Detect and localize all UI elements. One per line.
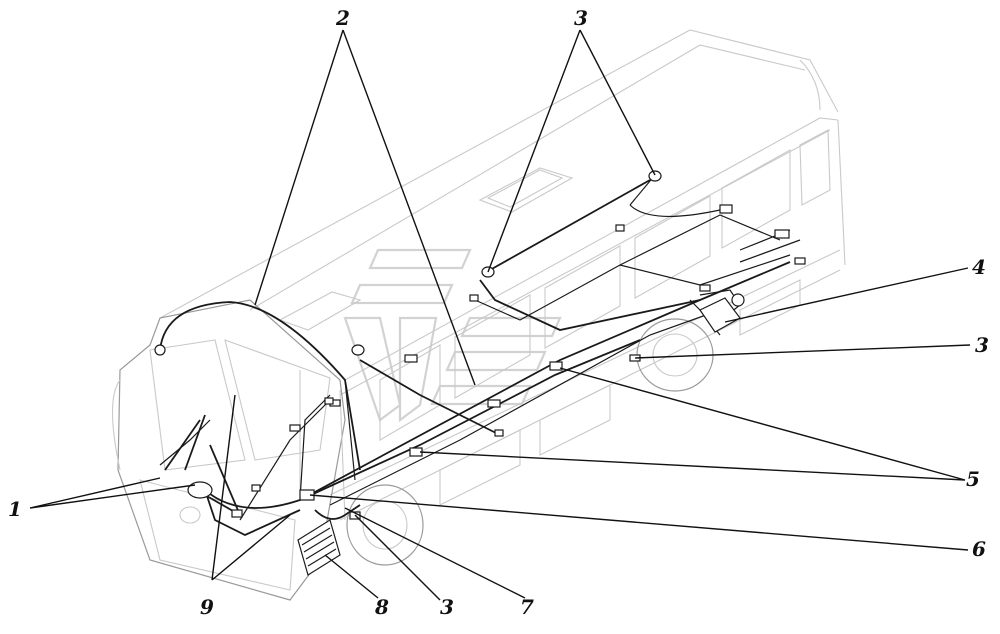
callout-4: 4 [972, 255, 986, 279]
callout-2: 2 [335, 6, 350, 30]
leader-lines [29, 29, 971, 601]
callout-3-top: 3 [574, 6, 588, 30]
watermark-logo [343, 248, 562, 423]
fuse-box [297, 519, 341, 576]
callout-7: 7 [520, 595, 534, 619]
callout-3-bottom: 3 [440, 595, 454, 619]
callout-labels: 1 2 3 3 4 5 6 9 8 3 7 [8, 6, 989, 619]
callout-8: 8 [374, 595, 389, 619]
callout-5: 5 [966, 467, 980, 491]
callout-9: 9 [200, 595, 214, 619]
harness-connectors [154, 170, 806, 576]
bus-body-outline [111, 29, 846, 601]
wiper-motor [187, 481, 213, 499]
wiring-harness [159, 174, 801, 536]
rear-junction-block [699, 293, 745, 333]
callout-6: 6 [972, 537, 986, 561]
callout-3-right: 3 [975, 333, 989, 357]
callout-1: 1 [8, 497, 22, 521]
